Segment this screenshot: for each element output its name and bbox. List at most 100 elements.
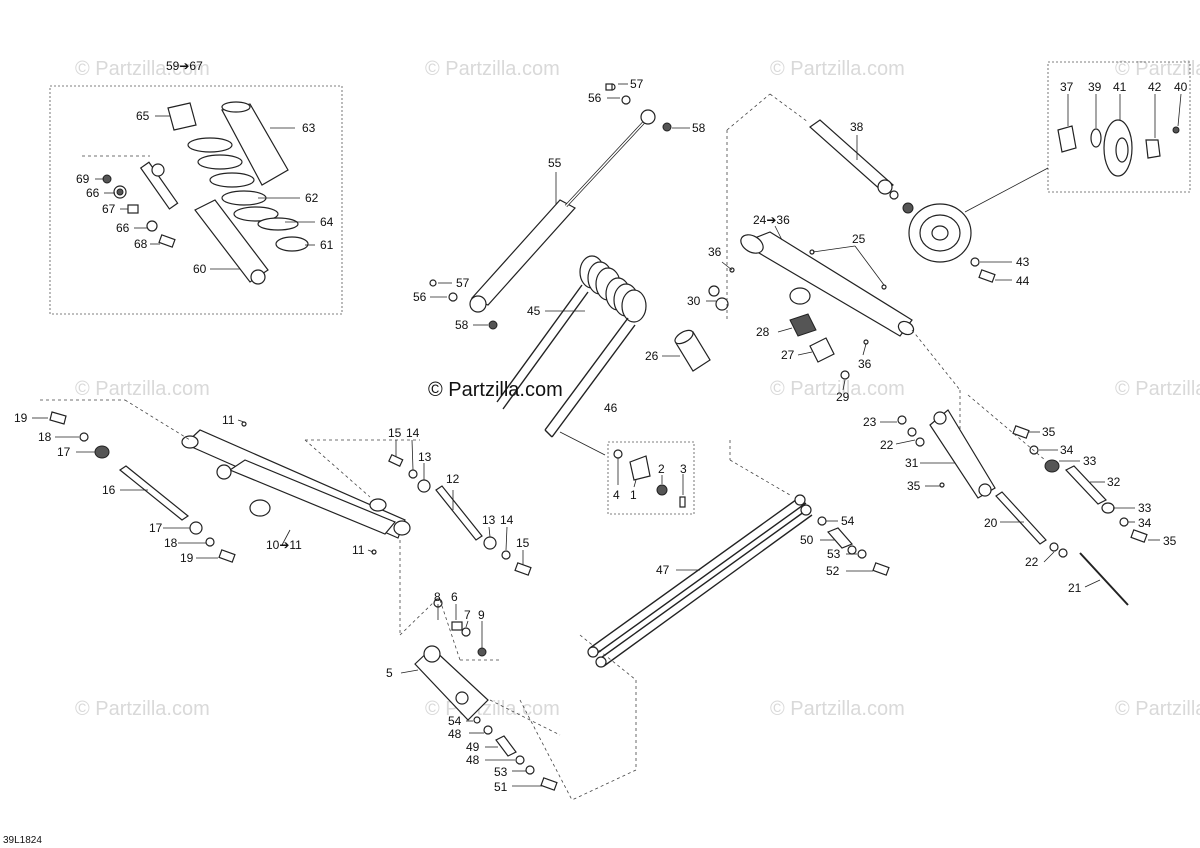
- copyright-text: © Partzilla.com: [428, 379, 563, 401]
- callout-44: 44: [1016, 274, 1030, 288]
- callout-27: 27: [781, 348, 795, 362]
- callout-56: 56: [588, 91, 602, 105]
- callout-5: 5: [386, 666, 393, 680]
- leaders-lower: [399, 599, 573, 801]
- callout-15: 15: [516, 536, 530, 550]
- leaders-front-arm: [706, 93, 1012, 430]
- callout-47: 47: [656, 563, 670, 577]
- center-shock: [429, 83, 672, 330]
- callout-35: 35: [907, 479, 921, 493]
- callout-22: 22: [1025, 555, 1039, 569]
- watermark: © Partzilla.com: [75, 378, 210, 400]
- callout-48: 48: [448, 727, 462, 741]
- callout-13: 13: [482, 513, 496, 527]
- callout-12: 12: [446, 472, 460, 486]
- callout-7: 7: [464, 608, 471, 622]
- callout-28: 28: [756, 325, 770, 339]
- shock-55-body: [470, 199, 576, 306]
- leaders-cross: [571, 440, 873, 801]
- callout-33: 33: [1138, 501, 1152, 515]
- callout-14: 14: [406, 426, 420, 440]
- callout-41: 41: [1113, 80, 1127, 94]
- callout-35: 35: [1163, 534, 1177, 548]
- callout-37: 37: [1060, 80, 1074, 94]
- callout-69: 69: [76, 172, 90, 186]
- callout-53: 53: [494, 765, 508, 779]
- callout-46: 46: [604, 401, 618, 415]
- leaders-center-shock: [430, 83, 690, 326]
- collar: [275, 236, 309, 252]
- callout-14: 14: [500, 513, 514, 527]
- pivot-hardware: [388, 453, 532, 576]
- callout-3: 3: [680, 462, 687, 476]
- cross-member-47: [587, 494, 890, 668]
- watermark: © Partzilla.com: [1115, 378, 1200, 400]
- front-arm: [708, 119, 996, 380]
- callout-36: 36: [708, 245, 722, 259]
- shock-cover-top: [221, 101, 251, 113]
- callout-36: 36: [858, 357, 872, 371]
- callout-60: 60: [193, 262, 207, 276]
- leaders-rear-arm: [32, 399, 420, 635]
- watermark: © Partzilla.com: [75, 58, 210, 80]
- rear-bracket: [897, 409, 1148, 606]
- callout-25: 25: [852, 232, 866, 246]
- callout-11: 11: [352, 543, 365, 557]
- watermark: © Partzilla.com: [770, 58, 905, 80]
- callout-59-67: 59➔67: [166, 59, 203, 73]
- callout-9: 9: [478, 608, 485, 622]
- callout-40: 40: [1174, 80, 1188, 94]
- callout-26: 26: [645, 349, 659, 363]
- callout-39: 39: [1088, 80, 1102, 94]
- callout-18: 18: [38, 430, 52, 444]
- callout-24-36: 24➔36: [753, 213, 790, 227]
- wheel-kit-parts: [964, 93, 1182, 213]
- callout-11: 11: [222, 413, 235, 427]
- callout-6: 6: [451, 590, 458, 604]
- callout-45: 45: [527, 304, 541, 318]
- callout-66: 66: [86, 186, 100, 200]
- lower-bracket: [414, 598, 558, 791]
- spring-coils: [579, 255, 647, 323]
- callout-50: 50: [800, 533, 814, 547]
- callout-55: 55: [548, 156, 562, 170]
- callout-22: 22: [880, 438, 894, 452]
- callout-56: 56: [413, 290, 427, 304]
- watermark: © Partzilla.com: [75, 698, 210, 720]
- watermark: © Partzilla.com: [1115, 698, 1200, 720]
- callout-54: 54: [448, 714, 462, 728]
- leaders-shock-kit: [82, 115, 315, 270]
- callout-17: 17: [57, 445, 71, 459]
- callout-62: 62: [305, 191, 319, 205]
- watermark: © Partzilla.com: [1115, 58, 1200, 80]
- watermark: © Partzilla.com: [770, 698, 905, 720]
- callout-16: 16: [102, 483, 116, 497]
- leaders-springs: [545, 310, 680, 456]
- callout-20: 20: [984, 516, 998, 530]
- watermark: © Partzilla.com: [770, 378, 905, 400]
- leaders-pivot: [395, 439, 524, 565]
- spring-cup: [167, 102, 197, 131]
- callout-65: 65: [136, 109, 150, 123]
- callout-32: 32: [1107, 475, 1121, 489]
- callout-61: 61: [320, 238, 334, 252]
- callout-42: 42: [1148, 80, 1162, 94]
- callout-19: 19: [14, 411, 28, 425]
- shock-kit-parts: [102, 101, 309, 285]
- callout-10-11: 10➔11: [266, 538, 302, 552]
- callout-29: 29: [836, 390, 850, 404]
- watermark-layer: © Partzilla.com © Partzilla.com © Partzi…: [75, 58, 1200, 720]
- callout-57: 57: [456, 276, 470, 290]
- callout-66: 66: [116, 221, 130, 235]
- shock-spring: [187, 137, 279, 222]
- callout-67: 67: [102, 202, 116, 216]
- callout-34: 34: [1138, 516, 1152, 530]
- axle-38: [809, 119, 894, 193]
- callout-23: 23: [863, 415, 877, 429]
- hardware-1-4: [613, 449, 686, 508]
- hardware-box: [607, 441, 695, 515]
- callout-49: 49: [466, 740, 480, 754]
- callout-58: 58: [692, 121, 706, 135]
- callout-15: 15: [388, 426, 402, 440]
